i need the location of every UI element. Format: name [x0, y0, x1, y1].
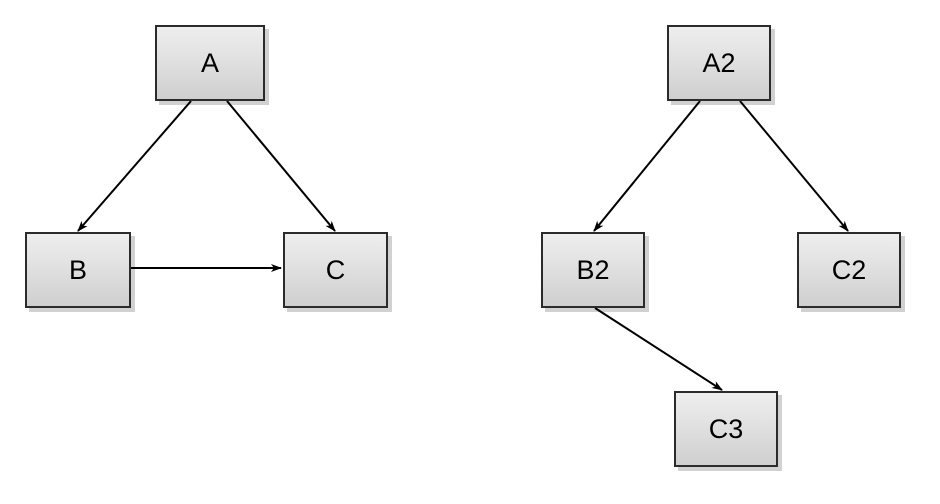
node-label-c3: C3 — [708, 413, 744, 444]
edge-a2-to-b2 — [593, 100, 701, 232]
node-a[interactable]: A — [155, 25, 265, 101]
node-b2[interactable]: B2 — [541, 232, 645, 308]
node-label-c: C — [325, 254, 346, 285]
node-label-a2: A2 — [702, 47, 736, 78]
edges-group — [77, 100, 849, 391]
node-b[interactable]: B — [25, 232, 131, 308]
node-label-c2: C2 — [831, 254, 867, 285]
node-c3[interactable]: C3 — [674, 391, 778, 467]
edge-a-to-b — [77, 100, 192, 232]
node-c2[interactable]: C2 — [797, 232, 901, 308]
edge-a-to-c — [226, 100, 336, 232]
node-label-b2: B2 — [576, 254, 610, 285]
node-label-a: A — [200, 47, 219, 78]
edge-a2-to-c2 — [739, 100, 849, 232]
node-c[interactable]: C — [283, 232, 388, 308]
node-label-b: B — [68, 254, 87, 285]
edge-b2-to-c3 — [594, 307, 723, 391]
node-a2[interactable]: A2 — [667, 25, 771, 101]
